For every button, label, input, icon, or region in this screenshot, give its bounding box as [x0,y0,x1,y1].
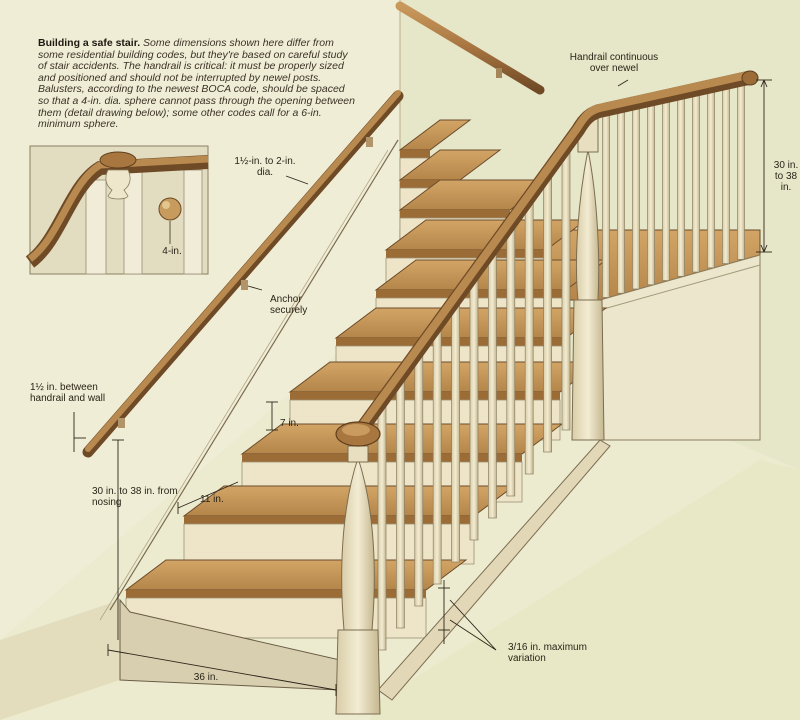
label-anchor: Anchor securely [270,294,308,316]
rail-bracket [118,137,373,428]
label-rail-height: 30 in. to 38 in. from nosing [92,486,178,508]
wall-stringer [99,139,399,691]
sphere-icon [158,197,182,221]
figure-caption: Building a safe stair. Some dimensions s… [38,37,358,131]
dimension-lines [73,79,772,696]
tread-nosing [290,392,560,400]
landing-baluster [722,80,730,264]
tread-nosing [336,338,566,346]
stair-handrail [335,70,759,447]
label-tread: 11 in. [200,494,224,505]
tread-nosing [184,516,474,524]
landing-baluster [662,93,670,281]
label-riser: 7 in. [280,418,299,429]
caption-title: Building a safe stair. [38,37,141,49]
landing-baluster [677,90,685,277]
tread-nosing [400,210,510,218]
stair-baluster [414,349,424,607]
tread-nosing [400,150,430,158]
label-wall-gap: 1½ in. between handrail and wall [30,382,106,404]
label-rail-diameter: 1½-in. to 2-in. dia. [234,156,296,178]
lower-newel-post [335,445,381,715]
wall-handrail [82,1,545,458]
rail-bracket-upper [496,68,502,78]
tread-nosing [386,250,546,258]
stair-tread [288,361,602,393]
stair-baluster [506,222,516,497]
landing-baluster [647,97,655,286]
landing-baluster [632,100,640,290]
label-width: 36 in. [193,672,219,683]
landing-baluster [707,83,715,269]
upper-newel-post [571,117,605,441]
landing-baluster [602,107,610,298]
stair-baluster [561,146,571,431]
tread-nosing [126,590,426,598]
outer-stringer [377,439,611,701]
stair-baluster [451,298,460,563]
stair-riser [183,523,475,565]
caption-body: Some dimensions shown here differ from s… [38,37,355,131]
landing-baluster [737,77,745,260]
landing-baluster [692,87,700,273]
label-guard-height: 30 in. to 38 in. [773,160,799,193]
stair-baluster [543,171,552,453]
stair-baluster [469,273,479,541]
stair-baluster [396,375,405,629]
stair-baluster [432,324,442,585]
label-handrail-continuous: Handrail continuous over newel [569,52,659,74]
label-sphere: 4-in. [162,246,182,257]
tread-nosing [400,180,460,188]
landing-baluster [617,103,625,294]
stair-baluster [524,197,534,475]
baluster-detail-inset [25,145,209,275]
stair-baluster [488,247,497,519]
label-variation: 3/16 in. maximum variation [508,642,587,664]
